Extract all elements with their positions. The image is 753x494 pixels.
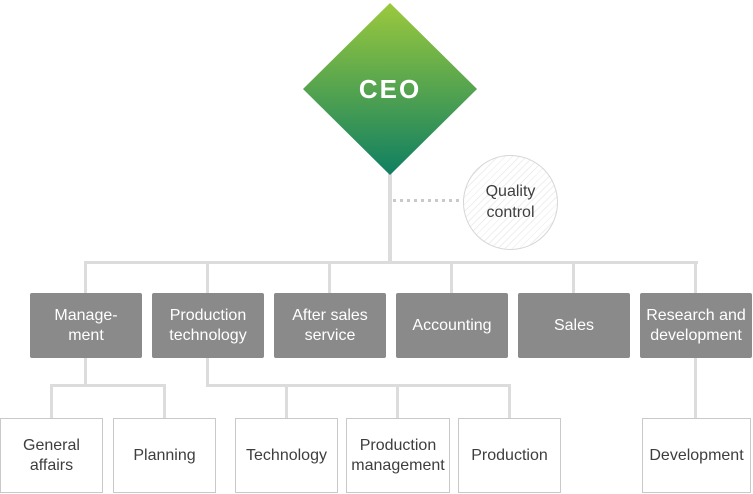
dept-production-technology: Production technology	[152, 293, 264, 358]
team-label: Planning	[133, 446, 196, 464]
connector-stub-development	[694, 357, 697, 418]
team-planning: Planning	[113, 418, 216, 493]
connector-stub-after-sales-service	[328, 261, 331, 293]
connector-stub-production-technology	[206, 261, 209, 293]
dept-management: Manage- ment	[30, 293, 142, 358]
connector-stub-planning	[163, 384, 166, 418]
quality-control-node: Quality control	[463, 155, 558, 250]
dept-sales: Sales	[518, 293, 630, 358]
connector-stub-sales	[572, 261, 575, 293]
dept-label: After sales service	[292, 306, 368, 344]
connector-stub-general-affairs	[50, 384, 53, 418]
connector-stub-technology	[285, 384, 288, 418]
connector-ceo-vertical	[388, 172, 392, 263]
connector-production-technology-children-horizontal	[206, 384, 511, 387]
connector-management-down	[84, 357, 87, 387]
quality-control-label: Quality control	[485, 182, 536, 221]
dept-label: Manage- ment	[54, 306, 118, 344]
connector-stub-production-management	[396, 384, 399, 418]
connector-production-technology-down	[206, 357, 209, 387]
connector-stub-management	[84, 261, 87, 293]
team-label: Production management	[351, 436, 445, 474]
connector-stub-accounting	[450, 261, 453, 293]
team-general-affairs: General affairs	[0, 418, 103, 493]
connector-stub-production	[508, 384, 511, 418]
dept-research-development: Research and development	[640, 293, 752, 358]
connector-management-children-horizontal	[50, 384, 166, 387]
connector-level1-horizontal	[85, 261, 698, 264]
dept-label: Sales	[553, 316, 595, 334]
connector-dotted-quality-control	[393, 199, 464, 202]
team-label: Technology	[246, 446, 327, 464]
connector-stub-research-development	[694, 261, 697, 293]
team-label: Production	[471, 446, 548, 464]
team-label: Development	[649, 446, 744, 464]
dept-label: Research and development	[646, 306, 746, 344]
team-technology: Technology	[235, 418, 338, 493]
dept-after-sales-service: After sales service	[274, 293, 386, 358]
team-production-management: Production management	[346, 418, 450, 493]
team-production: Production	[458, 418, 561, 493]
dept-accounting: Accounting	[396, 293, 508, 358]
dept-label: Production technology	[169, 306, 247, 344]
dept-label: Accounting	[412, 316, 492, 334]
ceo-label: CEO	[358, 73, 422, 104]
team-development: Development	[642, 418, 751, 493]
ceo-node: CEO	[303, 3, 477, 175]
team-label: General affairs	[23, 436, 80, 474]
